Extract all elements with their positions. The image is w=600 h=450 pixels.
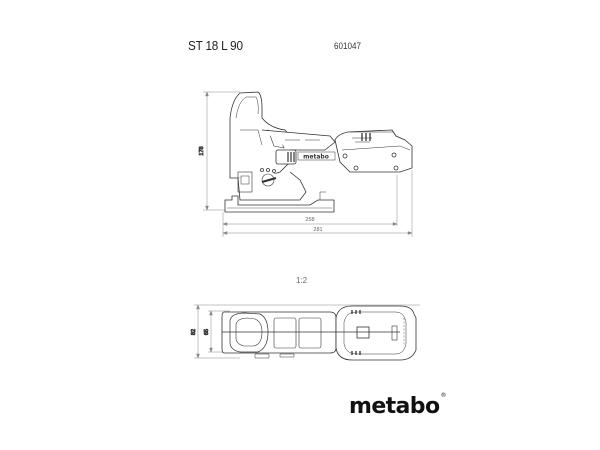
side-view: 178 metabo [199, 91, 413, 237]
width-outer-label: 82 [191, 329, 197, 335]
height-dim-label: 178 [199, 146, 205, 155]
article-number: 601047 [334, 41, 361, 52]
top-view: 82 65 [191, 304, 420, 361]
model-name: ST 18 L 90 [188, 38, 243, 53]
length-dimensions [222, 170, 413, 237]
brand-logo: metabo® [349, 391, 447, 419]
body-logo: metabo [303, 154, 329, 161]
registered-mark: ® [440, 391, 446, 399]
height-dimension [203, 91, 240, 211]
scale-label: 1:2 [296, 276, 308, 285]
brand-logo-text: metabo [349, 394, 440, 419]
width-inner-label: 65 [204, 329, 210, 335]
width-dimensions [194, 304, 420, 359]
